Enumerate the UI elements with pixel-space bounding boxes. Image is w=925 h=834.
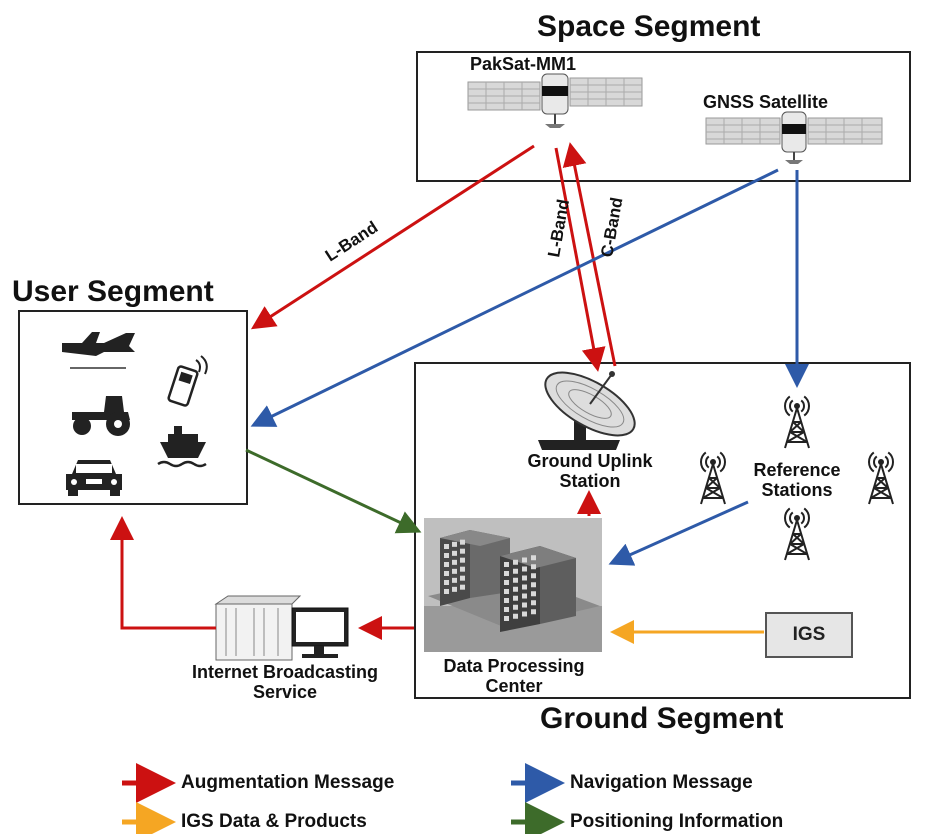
legend-positioning-label: Positioning Information [570, 811, 784, 832]
mobile-phone-icon [167, 355, 208, 407]
radio-tower-icon [868, 451, 894, 505]
legend-igs-label: IGS Data & Products [181, 811, 367, 832]
internet-broadcasting-label-line1: Internet Broadcasting [191, 662, 379, 682]
internet-broadcasting-label: Internet Broadcasting Service [156, 662, 414, 702]
ground-uplink-label-line1: Ground Uplink [527, 451, 653, 471]
legend-augmentation-label: Augmentation Message [181, 772, 395, 793]
reference-stations-group [700, 395, 894, 561]
lband-user-label: L-Band [322, 218, 381, 266]
internet-broadcasting-label-line2: Service [252, 682, 318, 702]
monitor-icon [291, 607, 349, 658]
satellite-icon [705, 111, 883, 164]
gnss-to-user-arrow [250, 168, 779, 427]
satellite-dish-icon [538, 371, 636, 450]
data-processing-center-label-line2: Center [485, 676, 543, 696]
data-processing-center-label: Data Processing Center [414, 656, 614, 696]
reference-stations-label: Reference Stations [734, 460, 860, 500]
reference-stations-label-line1: Reference [753, 460, 841, 480]
space-segment-title: Space Segment [537, 10, 761, 43]
space-segment-box [416, 51, 911, 182]
ground-uplink-label-line2: Station [559, 471, 621, 491]
cband-uplink-arrow [562, 142, 617, 367]
ground-uplink-label: Ground Uplink Station [500, 451, 680, 491]
building-icon [424, 518, 602, 652]
ground-segment-title: Ground Segment [540, 702, 784, 735]
gnss-satellite-label: GNSS Satellite [703, 92, 829, 112]
igs-box: IGS [765, 612, 853, 658]
user-to-dpc-arrow [245, 448, 422, 534]
paksat-label: PakSat-MM1 [470, 54, 577, 74]
reference-to-dpc-arrow [608, 500, 749, 566]
server-icon [214, 595, 302, 661]
user-segment-title: User Segment [12, 275, 214, 308]
radio-tower-icon [784, 395, 810, 449]
lband-ground-arrow [554, 147, 606, 372]
reference-stations-label-line2: Stations [761, 480, 833, 500]
lband-user-arrow [250, 144, 535, 330]
radio-tower-icon [784, 507, 810, 561]
airplane-icon [62, 332, 135, 356]
radio-tower-icon [700, 451, 726, 505]
user-segment-box [18, 310, 248, 505]
data-processing-center-label-line1: Data Processing [443, 656, 585, 676]
ship-icon [157, 426, 207, 468]
car-icon [66, 460, 122, 496]
tractor-icon [72, 396, 130, 436]
lband-ground-label: L-Band [544, 198, 573, 259]
legend-navigation-label: Navigation Message [570, 772, 753, 793]
satellite-icon [467, 73, 643, 128]
cband-ground-label: C-Band [597, 196, 626, 259]
internet-to-user-arrow [110, 516, 216, 630]
